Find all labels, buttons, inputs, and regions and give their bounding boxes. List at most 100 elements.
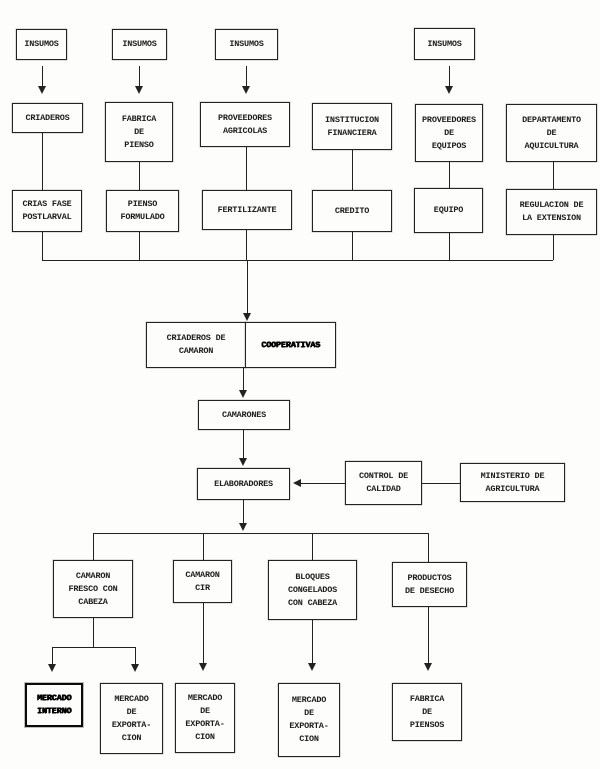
connector-line: [352, 150, 353, 190]
node-label: DE: [304, 708, 314, 718]
node-insumos-3: INSUMOS: [215, 29, 278, 60]
node-productos-de-desecho: PRODUCTOS DE DESECHO: [392, 562, 467, 607]
node-label: CAMARONES: [221, 409, 267, 420]
node-label: CRIAS FASE: [22, 199, 72, 209]
node-label: AGRICOLAS: [222, 125, 268, 136]
connector-line: [52, 647, 53, 665]
node-label: AGRICULTURA: [485, 483, 540, 494]
arrowhead-down-icon: [308, 663, 316, 671]
connector-line: [243, 368, 244, 391]
connector-line: [42, 260, 553, 261]
connector-line: [449, 66, 450, 87]
connector-line: [139, 232, 140, 260]
connector-line: [52, 647, 135, 648]
node-label: FABRICA: [121, 113, 157, 124]
node-label: CALIDAD: [366, 484, 401, 494]
arrowhead-down-icon: [48, 664, 56, 672]
node-label: MERCADO: [114, 693, 149, 704]
node-label: FORMULADO: [120, 212, 165, 222]
node-label: POSTLARVAL: [22, 212, 72, 222]
node-label: EQUIPOS: [431, 140, 467, 151]
node-mercado-de-exportacion-3: MERCADO DE EXPORTA- CION: [278, 683, 340, 757]
connector-line: [312, 620, 313, 664]
node-label: CRIADEROS DE: [166, 333, 226, 343]
arrowhead-down-icon: [199, 663, 207, 671]
node-camarones: CAMARONES: [198, 400, 290, 430]
arrowhead-down-icon: [243, 313, 251, 321]
node-label: AQUICULTURA: [524, 140, 579, 151]
node-label: MERCADO: [291, 695, 327, 705]
node-label: FERTILIZANTE: [217, 204, 277, 215]
connector-line: [422, 483, 460, 484]
connector-line: [93, 533, 428, 534]
connector-line: [312, 533, 313, 560]
node-label: EXPORTA-: [289, 721, 329, 731]
node-label: INSUMOS: [229, 39, 264, 49]
node-criaderos: CRIADEROS: [12, 103, 83, 133]
connector-line: [93, 533, 94, 560]
node-label: LA EXTENSION: [522, 213, 581, 223]
node-bloques-congelados-con-cabeza: BLOQUES CONGELADOS CON CABEZA: [268, 560, 357, 620]
node-cooperativas: COOPERATIVAS: [245, 322, 336, 368]
connector-line: [246, 66, 247, 87]
arrowhead-down-icon: [131, 664, 139, 672]
arrowhead-down-icon: [239, 458, 247, 466]
connector-line: [352, 232, 353, 260]
node-insumos-4: INSUMOS: [414, 28, 475, 60]
node-label: PIENSOS: [409, 719, 445, 730]
node-label: DE: [422, 706, 432, 717]
node-label: CON CABEZA: [287, 597, 337, 608]
node-label: DE: [546, 127, 557, 138]
node-label: PROVEEDORES: [218, 112, 272, 123]
arrowhead-down-icon: [239, 523, 247, 531]
arrowhead-down-icon: [38, 86, 46, 94]
connector-line: [428, 533, 429, 562]
node-label: MINISTERIO DE: [480, 470, 545, 481]
arrowhead-down-icon: [424, 663, 432, 671]
node-label: CAMARON: [75, 570, 111, 581]
node-equipo: EQUIPO: [414, 188, 483, 233]
node-proveedores-agricolas: PROVEEDORES AGRICOLAS: [200, 102, 290, 147]
node-label: INSUMOS: [122, 39, 157, 49]
node-label: FRESCO CON: [68, 583, 118, 594]
node-label: CAMARON: [185, 569, 220, 580]
node-label: CRIADEROS: [25, 112, 70, 123]
node-label: PRODUCTOS: [407, 572, 452, 583]
node-ministerio-de-agricultura: MINISTERIO DE AGRICULTURA: [460, 463, 565, 502]
connector-line: [93, 618, 94, 647]
node-label: FINANCIERA: [327, 127, 377, 138]
node-label: DE DESECHO: [404, 585, 454, 596]
node-insumos-2: INSUMOS: [112, 29, 167, 60]
node-label: INSUMOS: [24, 39, 59, 49]
node-label: DE: [126, 706, 137, 717]
node-fertilizante: FERTILIZANTE: [202, 190, 292, 230]
connector-line: [449, 233, 450, 260]
node-label: MERCADO: [36, 693, 72, 703]
connector-line: [203, 603, 204, 664]
arrowhead-down-icon: [242, 86, 250, 94]
node-label: INSTITUCION: [325, 114, 379, 125]
node-label: EQUIPO: [433, 205, 464, 215]
node-label: BLOQUES: [295, 571, 330, 582]
node-label: PROVEEDORES: [422, 114, 476, 125]
node-label: CION: [299, 734, 319, 744]
node-credito: CREDITO: [312, 190, 392, 232]
arrowhead-down-icon: [445, 86, 453, 94]
node-label: PIENSO: [127, 199, 158, 209]
connector-line: [42, 133, 43, 190]
connector-line: [243, 500, 244, 524]
node-insumos-1: INSUMOS: [16, 29, 67, 60]
connector-line: [553, 235, 554, 260]
connector-line: [243, 430, 244, 459]
node-label: CION: [195, 732, 215, 742]
node-label: MERCADO: [187, 693, 223, 703]
connector-line: [42, 232, 43, 260]
node-label: CONGELADOS: [287, 584, 337, 595]
